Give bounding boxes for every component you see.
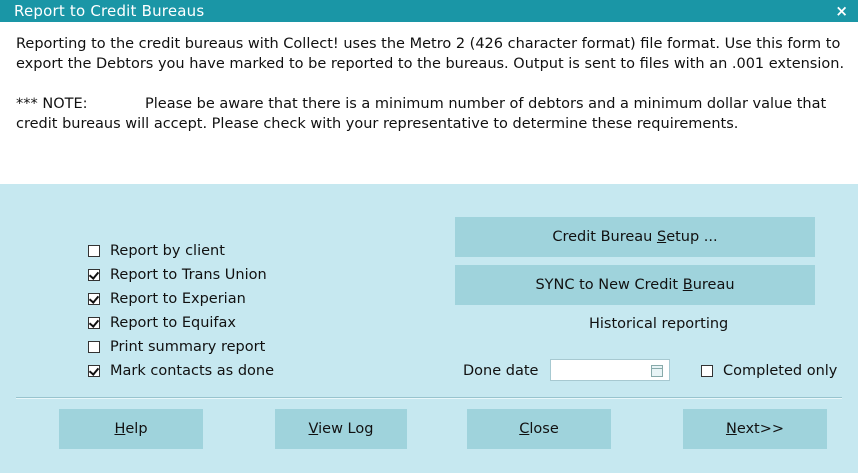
button-mnemonic: B [682, 277, 693, 293]
credit-bureau-setup-button[interactable]: Credit Bureau Setup ... [455, 217, 815, 257]
button-label: etup ... [666, 229, 718, 245]
button-mnemonic: N [725, 421, 737, 437]
button-label: SYNC to New Credit [535, 277, 683, 293]
checkbox-checked-icon[interactable] [88, 317, 100, 329]
report-equifax-label: Report to Equifax [110, 315, 236, 331]
done-date-input[interactable] [550, 359, 670, 381]
completed-only-checkbox[interactable]: Completed only [701, 361, 837, 381]
report-equifax-checkbox[interactable]: Report to Equifax [88, 313, 236, 333]
help-button[interactable]: Help [59, 409, 203, 449]
button-mnemonic: V [308, 421, 319, 437]
note-paragraph: *** NOTE:Please be aware that there is a… [16, 94, 846, 134]
button-mnemonic: C [519, 421, 530, 437]
checkbox-icon[interactable] [88, 245, 100, 257]
report-trans-union-label: Report to Trans Union [110, 267, 267, 283]
print-summary-label: Print summary report [110, 339, 266, 355]
print-summary-checkbox[interactable]: Print summary report [88, 337, 265, 357]
sync-credit-bureau-button[interactable]: SYNC to New Credit Bureau [455, 265, 815, 305]
report-experian-label: Report to Experian [110, 291, 246, 307]
next-button[interactable]: Next>> [683, 409, 827, 449]
note-label: *** NOTE: [16, 96, 88, 112]
button-label: Credit Bureau [552, 229, 657, 245]
button-label: iew Log [318, 421, 374, 437]
report-by-client-label: Report by client [110, 243, 225, 259]
title-bar: Report to Credit Bureaus × [0, 0, 858, 22]
calendar-icon[interactable] [651, 365, 663, 377]
checkbox-checked-icon[interactable] [88, 269, 100, 281]
description-paragraph: Reporting to the credit bureaus with Col… [16, 36, 845, 72]
checkbox-checked-icon[interactable] [88, 365, 100, 377]
report-trans-union-checkbox[interactable]: Report to Trans Union [88, 265, 267, 285]
close-button[interactable]: Close [467, 409, 611, 449]
button-label: ext>> [736, 421, 785, 437]
report-by-client-checkbox[interactable]: Report by client [88, 241, 225, 261]
separator [16, 397, 842, 399]
checkbox-checked-icon[interactable] [88, 293, 100, 305]
checkbox-icon[interactable] [701, 365, 713, 377]
close-icon[interactable]: × [835, 2, 848, 20]
window-title: Report to Credit Bureaus [14, 2, 205, 20]
checkbox-icon[interactable] [88, 341, 100, 353]
mark-contacts-done-checkbox[interactable]: Mark contacts as done [88, 361, 274, 381]
button-mnemonic: S [656, 229, 667, 245]
done-date-label: Done date [463, 363, 539, 379]
description-area: Reporting to the credit bureaus with Col… [0, 22, 858, 184]
completed-only-label: Completed only [723, 363, 838, 379]
button-label: elp [125, 421, 148, 437]
view-log-button[interactable]: View Log [275, 409, 407, 449]
button-mnemonic: H [114, 421, 126, 437]
mark-contacts-done-label: Mark contacts as done [110, 363, 275, 379]
report-experian-checkbox[interactable]: Report to Experian [88, 289, 246, 309]
historical-reporting-heading: Historical reporting [589, 316, 729, 332]
button-label: ureau [692, 277, 735, 293]
note-text: Please be aware that there is a minimum … [16, 96, 827, 132]
button-label: lose [529, 421, 559, 437]
